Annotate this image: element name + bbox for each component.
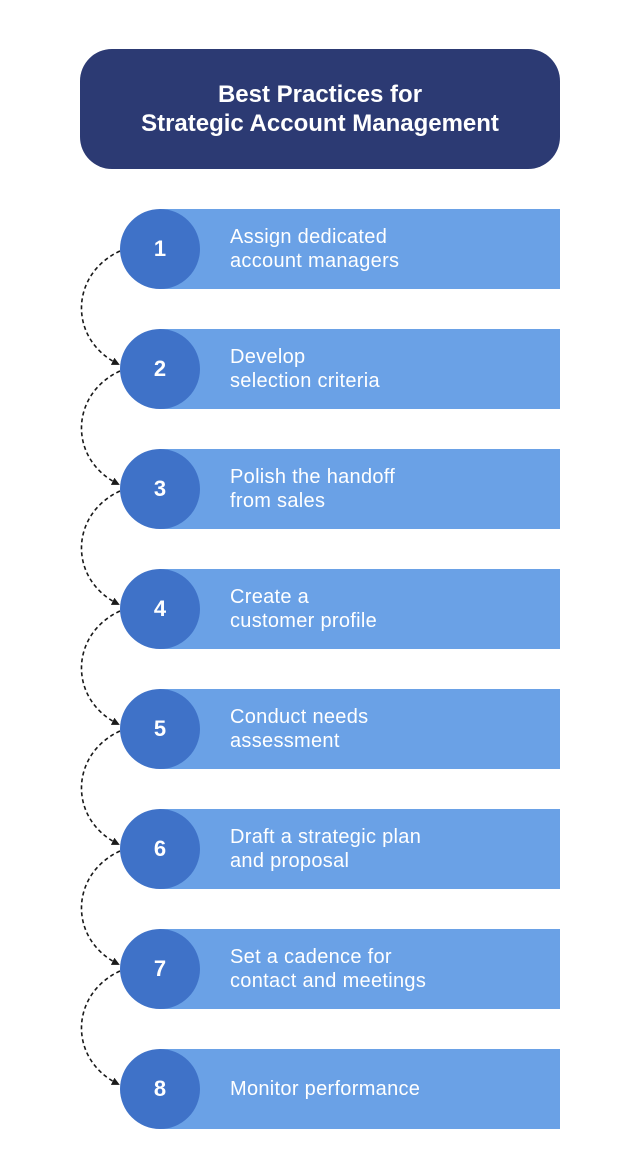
step-bar (160, 929, 560, 1009)
step-3: 3 Polish the handoff from sales (120, 449, 560, 529)
title-banner: Best Practices for Strategic Account Man… (80, 49, 560, 169)
step-number: 6 (153, 836, 167, 861)
step-bar (160, 209, 560, 289)
step-label-line-1: Polish the handoff (230, 466, 396, 488)
connector-arrow (80, 490, 121, 605)
step-label: Draft a strategic plan and proposal (230, 809, 550, 889)
step-label: Develop selection criteria (230, 329, 550, 409)
step-1: 1 Assign dedicated account managers (120, 209, 560, 289)
step-label-line-2: and proposal (230, 850, 350, 872)
step-number: 5 (153, 716, 167, 741)
step-2: 2 Develop selection criteria (120, 329, 560, 409)
step-bar (160, 689, 560, 769)
step-label: Assign dedicated account managers (230, 209, 550, 289)
step-label: Conduct needs assessment (230, 689, 550, 769)
connector-arrow (80, 730, 121, 845)
step-number: 8 (153, 1076, 167, 1101)
step-number: 4 (153, 596, 167, 621)
step-number-circle: 4 (120, 569, 200, 649)
connector-arrow (80, 610, 121, 725)
step-number: 1 (153, 236, 167, 261)
step-4: 4 Create a customer profile (120, 569, 560, 649)
step-label-line-2: customer profile (230, 610, 378, 632)
step-6: 6 Draft a strategic plan and proposal (120, 809, 560, 889)
title-line-2: Strategic Account Management (141, 110, 499, 137)
step-label-line-1: Set a cadence for (230, 946, 392, 968)
step-bar (160, 1049, 560, 1129)
step-label-line-2: selection criteria (230, 370, 380, 392)
step-bar (160, 569, 560, 649)
connector-arrow (80, 970, 121, 1085)
step-label: Create a customer profile (230, 569, 550, 649)
step-number-circle: 6 (120, 809, 200, 889)
step-number-circle: 2 (120, 329, 200, 409)
step-number: 2 (153, 356, 167, 381)
step-5: 5 Conduct needs assessment (120, 689, 560, 769)
step-bar (160, 449, 560, 529)
step-label: Monitor performance (230, 1049, 550, 1129)
step-bar (160, 809, 560, 889)
step-label-line-1: Create a (230, 586, 310, 608)
connector-arrow (80, 250, 121, 365)
step-bar (160, 329, 560, 409)
connector-arrow (80, 850, 121, 965)
step-label: Polish the handoff from sales (230, 449, 550, 529)
step-number-circle: 7 (120, 929, 200, 1009)
step-label-line-2: contact and meetings (230, 970, 427, 992)
step-label-line-1: Develop (230, 346, 306, 368)
step-number-circle: 3 (120, 449, 200, 529)
step-label-line-1: Draft a strategic plan (230, 826, 422, 848)
step-label-line-1: Conduct needs (230, 706, 369, 728)
step-number-circle: 5 (120, 689, 200, 769)
step-label-line-2: account managers (230, 250, 400, 272)
step-number: 3 (153, 476, 167, 501)
step-label-line-1: Assign dedicated (230, 226, 388, 248)
step-7: 7 Set a cadence for contact and meetings (120, 929, 560, 1009)
step-8: 8 Monitor performance (120, 1049, 560, 1129)
step-number: 7 (153, 956, 167, 981)
connector-arrow (80, 370, 121, 485)
step-label-line-2: assessment (230, 730, 340, 752)
title-line-1: Best Practices for (217, 81, 423, 108)
step-label-line-1: Monitor performance (230, 1078, 421, 1100)
step-label: Set a cadence for contact and meetings (230, 929, 550, 1009)
step-number-circle: 1 (120, 209, 200, 289)
step-number-circle: 8 (120, 1049, 200, 1129)
step-label-line-2: from sales (230, 490, 326, 512)
